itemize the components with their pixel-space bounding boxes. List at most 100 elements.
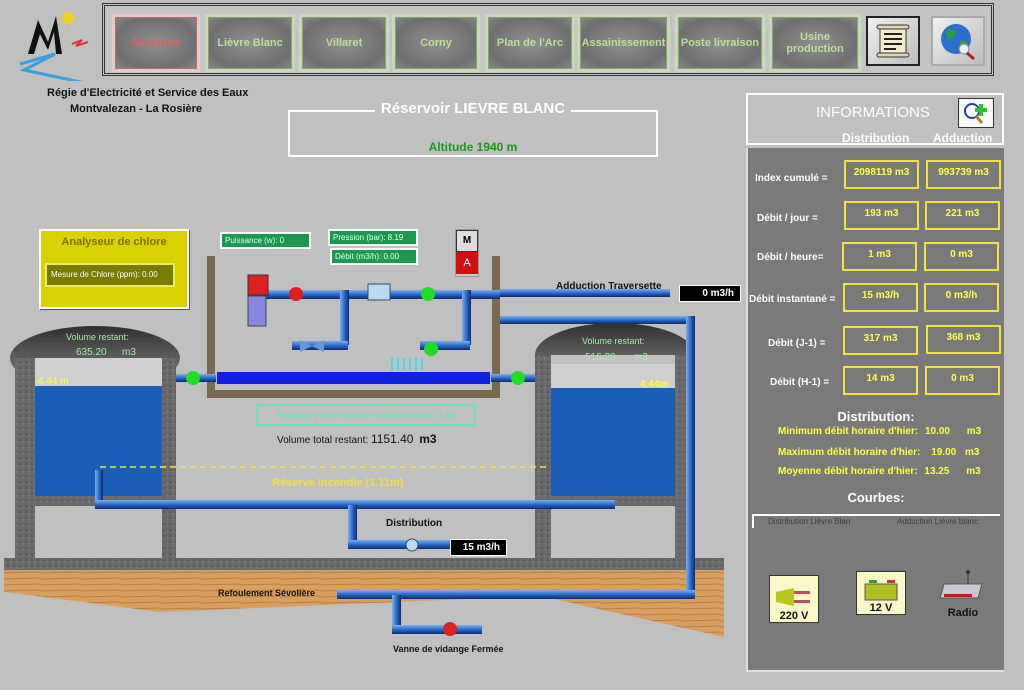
hourly-adduction: 0 m3 (924, 242, 999, 271)
right-tank (535, 323, 695, 558)
zoom-in-button[interactable] (958, 98, 994, 128)
distribution-stats-title: Distribution: (837, 409, 915, 424)
site-nav-bar: Sévolière Lièvre Blanc Villaret Corny Pl… (102, 3, 994, 76)
logo-icon (19, 7, 91, 86)
org-name: Régie d'Electricité et Service des Eaux (47, 87, 249, 99)
total-volume-label: Volume total restant: (277, 435, 369, 446)
left-level: 4.44 m (38, 376, 69, 387)
battery-label: 12 V (869, 602, 893, 614)
drain-valve-closed-icon (443, 622, 457, 636)
stat-label: Maximum débit horaire d'hier: (778, 447, 921, 458)
chlore-measure: Mesure de Chlore (ppm): 0.00 (45, 263, 175, 287)
right-volume-label: Volume restant: (582, 336, 645, 346)
col-adduction: Adduction (933, 131, 993, 145)
total-volume-unit: m3 (419, 432, 437, 446)
mains-label: 220 V (779, 610, 809, 622)
globe-search-icon (941, 24, 975, 61)
mode-switch[interactable]: M A (455, 229, 479, 277)
chamber-water (217, 372, 490, 384)
distribution-label: Distribution (386, 518, 443, 529)
daily-adduction: 221 m3 (925, 201, 1000, 230)
hourly-distribution: 1 m3 (842, 242, 917, 271)
hydraulic-scene (4, 256, 724, 637)
index-distribution: 2098119 m3 (844, 160, 919, 189)
left-volume-value: 635.20 (76, 347, 107, 358)
manual-mode-button[interactable]: M (456, 230, 478, 252)
ground-slab (4, 558, 724, 570)
drain-valve-label: Vanne de vidange (393, 644, 470, 654)
row-label: Débit (J-1) = (768, 338, 826, 349)
earth-layer (4, 570, 724, 637)
index-adduction: 993739 m3 (926, 160, 1001, 189)
row-label: Débit instantané = (749, 294, 836, 305)
valve-closed-icon (289, 287, 303, 301)
left-tank (10, 326, 180, 558)
stat-unit: m3 (966, 426, 982, 437)
scroll-report-icon (876, 24, 910, 58)
flow-meter-icon (367, 283, 391, 301)
drain-valve-status: Vanne de vidange Fermée (393, 644, 504, 654)
stat-label: Minimum débit horaire d'hier: (778, 426, 919, 437)
right-volume-value: 516.20 (585, 352, 616, 363)
stat-min: Minimum débit horaire d'hier: 10.00 m3 (778, 426, 981, 437)
distribution-flow-display: 15 m3/h (450, 539, 507, 556)
row-label: Débit (H-1) = (770, 377, 830, 388)
radio-label: Radio (947, 607, 979, 619)
valve-open-icon (421, 287, 435, 301)
tab-lievre-blanc[interactable]: Lièvre Blanc (205, 14, 295, 72)
hour-before-distribution: 14 m3 (843, 366, 918, 395)
curve-distribution-link[interactable]: Distribution Lièvre Blan (768, 517, 851, 526)
magnifier-plus-icon (964, 103, 987, 124)
stat-unit: m3 (966, 466, 981, 477)
battery-icon (864, 580, 898, 601)
refoulement-label: Refoulement Sévolière (218, 588, 316, 598)
tab-poste-livraison[interactable]: Poste livraison (675, 14, 765, 72)
total-volume: Volume total restant: 1151.40 m3 (277, 432, 437, 446)
row-label: Index cumulé = (755, 173, 828, 184)
stat-unit: m3 (965, 447, 980, 458)
globe-search-button[interactable] (931, 16, 985, 66)
row-label: Débit / jour = (757, 213, 818, 224)
auto-mode-button[interactable]: A (456, 252, 478, 274)
tab-sevoliere[interactable]: Sévolière (112, 14, 200, 72)
battery-indicator: 12 V (856, 571, 906, 615)
alarm-setting[interactable]: Réglage seuil d'alarme téléphonique: 2.8… (256, 404, 476, 426)
org-location: Montvalezan - La Rosière (70, 103, 203, 115)
daily-distribution: 193 m3 (844, 201, 919, 230)
adduction-label: Adduction Traversette (556, 281, 662, 292)
reservoir-title: Réservoir LIEVRE BLANC (374, 100, 572, 117)
valve-open-icon (186, 371, 200, 385)
pump-icon (247, 274, 269, 327)
tab-plan-de-larc[interactable]: Plan de l'Arc (485, 14, 575, 72)
instant-distribution: 15 m3/h (843, 283, 918, 312)
hour-before-adduction: 0 m3 (925, 366, 1000, 395)
drain-valve-state: Fermée (471, 644, 504, 654)
reservoir-title-box: Réservoir LIEVRE BLANC Altitude 1940 m (288, 100, 658, 157)
check-valve-icon (300, 340, 312, 352)
stat-label: Moyenne débit horaire d'hier: (778, 466, 918, 477)
curves-bar: Distribution Lièvre Blan Adduction Lièvr… (752, 514, 1000, 528)
stat-value: 10.00 (924, 426, 950, 437)
tab-villaret[interactable]: Villaret (299, 14, 389, 72)
stat-max: Maximum débit horaire d'hier: 19.00 m3 (778, 447, 979, 458)
info-panel: Index cumulé = 2098119 m3 993739 m3 Débi… (746, 148, 1004, 672)
right-tank-water (551, 388, 675, 496)
pression-display: Pression (bar): 8.19 (328, 229, 418, 246)
tab-usine-production[interactable]: Usine production (769, 14, 861, 72)
altitude: Altitude 1940 m (428, 140, 518, 154)
puissance-display: Puissance (w): 0 (220, 232, 311, 249)
radio-indicator: Radio (938, 568, 988, 619)
chlore-title: Analyseur de chlore (61, 236, 167, 248)
day-before-adduction: 368 m3 (926, 325, 1001, 354)
right-volume-unit: m3 (634, 352, 648, 363)
stat-value: 13.25 (924, 466, 950, 477)
tab-corny[interactable]: Corny (392, 14, 480, 72)
report-button[interactable] (866, 16, 920, 66)
distribution-valve-icon (405, 538, 419, 552)
left-volume-label: Volume restant: (66, 332, 129, 342)
curve-adduction-link[interactable]: Adduction Lièvre blanc (897, 517, 978, 526)
tab-assainissement[interactable]: Assainissement (577, 14, 670, 72)
day-before-distribution: 317 m3 (843, 326, 918, 355)
col-distribution: Distribution (842, 131, 910, 145)
plug-icon (776, 588, 810, 606)
